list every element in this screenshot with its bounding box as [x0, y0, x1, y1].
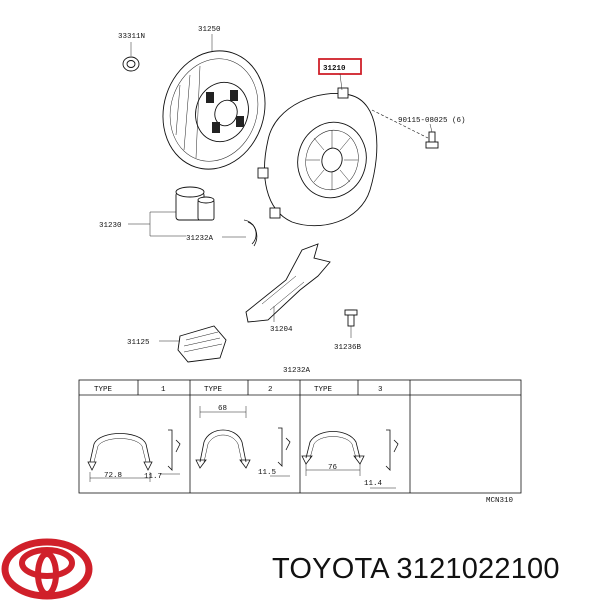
table-title: 31232A [283, 367, 311, 375]
type-value-2: 2 [268, 386, 273, 394]
clip-part [243, 219, 258, 247]
brand-part-number: TOYOTA 3121022100 [272, 553, 560, 585]
clip-type-3-drawing [301, 429, 399, 489]
dim-t3-width: 76 [328, 464, 338, 472]
clutch-disc-part [162, 50, 266, 170]
label-bearing: 31230 [99, 222, 122, 230]
seal-part [122, 42, 140, 72]
dim-t3-height: 11.4 [364, 480, 383, 488]
dim-t1-height: 11.7 [144, 473, 162, 481]
clip-type-table [78, 379, 522, 494]
label-clip: 31232A [186, 235, 214, 243]
dim-t1-width: 72.8 [104, 472, 122, 480]
dim-t2-top: 68 [218, 405, 227, 413]
bolt-part [425, 131, 439, 149]
catalog-code: MCN310 [486, 497, 514, 505]
boot-part [177, 325, 227, 363]
type-header-2: TYPE [204, 386, 223, 394]
pivot-part [344, 309, 358, 327]
label-fork: 31204 [270, 326, 293, 334]
pressure-plate-part [257, 87, 378, 227]
label-cover: 31210 [323, 65, 346, 73]
clip-type-2-drawing [195, 406, 291, 477]
label-disc: 31250 [198, 26, 221, 34]
dim-t2-height: 11.5 [258, 469, 277, 477]
type-value-1: 1 [161, 386, 166, 394]
label-bolt: 90115-08025 (6) [398, 117, 466, 125]
type-value-3: 3 [378, 386, 383, 394]
type-header-1: TYPE [94, 386, 113, 394]
clip-type-1-drawing [87, 429, 181, 482]
label-boot: 31125 [127, 339, 150, 347]
release-fork-part [245, 243, 331, 323]
type-header-3: TYPE [314, 386, 333, 394]
toyota-logo [1, 538, 93, 600]
label-seal: 33311N [118, 33, 145, 41]
label-pivot: 31236B [334, 344, 362, 352]
release-bearing-part [175, 186, 215, 221]
